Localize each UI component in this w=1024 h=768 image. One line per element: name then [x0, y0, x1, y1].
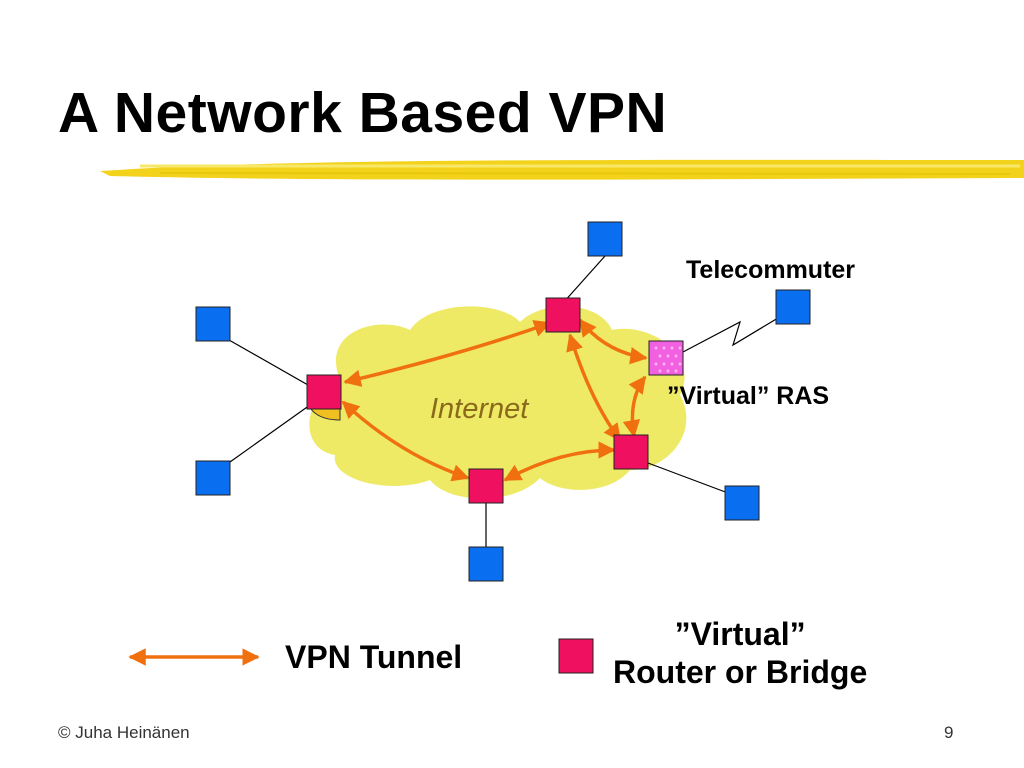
site-node-top-left: [195, 306, 231, 342]
router-bottom: [468, 468, 504, 504]
site-node-bottom-left: [195, 460, 231, 496]
legend-router-line1: ”Virtual”: [674, 616, 806, 652]
telecommuter-label: Telecommuter: [686, 256, 856, 284]
title-underline: [100, 159, 1024, 180]
footer-copyright: © Juha Heinänen: [58, 723, 190, 742]
virtual-ras-dots: [654, 346, 682, 373]
vpn-tunnels: [341, 318, 648, 482]
telecommuter-node: [775, 289, 811, 325]
legend-router-line2: Router or Bridge: [613, 654, 868, 690]
site-node-right: [724, 485, 760, 521]
legend-router-label: ”Virtual” Router or Bridge: [613, 615, 867, 691]
site-node-bottom: [468, 546, 504, 582]
legend-router-symbol: [558, 638, 594, 674]
virtual-ras-node: [648, 340, 684, 376]
virtual-ras-label: ”Virtual” RAS: [667, 382, 830, 410]
page-number: 9: [944, 723, 954, 742]
site-links: [228, 255, 779, 547]
internet-label: Internet: [430, 393, 529, 425]
router-left: [306, 374, 342, 410]
site-node-top: [587, 221, 623, 257]
slide-title: A Network Based VPN: [58, 81, 668, 145]
router-top: [545, 297, 581, 333]
legend-tunnel-label: VPN Tunnel: [285, 639, 463, 675]
router-right: [613, 434, 649, 470]
